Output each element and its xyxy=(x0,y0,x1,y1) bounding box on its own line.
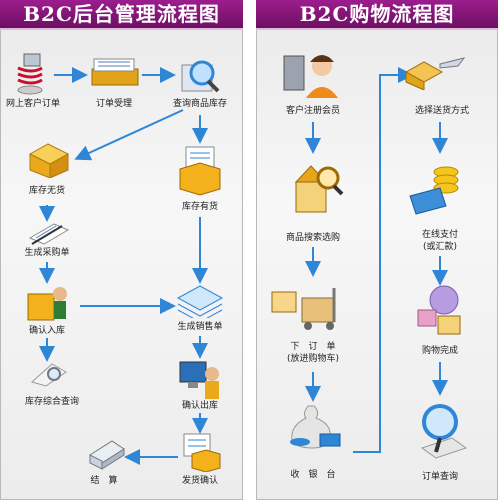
product-search-icon xyxy=(294,165,344,213)
node-check-stock-label: 查询商品库存 xyxy=(172,99,228,109)
node-settlement-label: 结 算 xyxy=(90,476,118,486)
node-in-stock-label: 库存有货 xyxy=(181,202,219,212)
shipping-method-icon xyxy=(404,57,466,90)
check-stock-icon xyxy=(181,60,220,93)
node-shipping-label: 选择送货方式 xyxy=(414,106,470,116)
ship-confirm-icon xyxy=(183,433,221,472)
node-cashier-label: 收 银 台 xyxy=(290,470,336,480)
shopping-cart-icon xyxy=(271,288,336,330)
confirm-inbound-icon xyxy=(27,287,67,321)
node-register-label: 客户注册会员 xyxy=(285,106,341,116)
node-order-cart-label: (放进购物车) xyxy=(286,354,340,364)
node-confirm-inbound-label: 确认入库 xyxy=(28,326,66,336)
node-search-label: 商品搜索选购 xyxy=(285,233,341,243)
order-accept-icon xyxy=(91,58,139,86)
node-out-of-stock-label: 库存无货 xyxy=(28,186,66,196)
node-payment-label: 在线支付 xyxy=(421,230,459,240)
node-order-query-label: 订单查询 xyxy=(421,472,459,482)
stock-query-icon xyxy=(30,363,67,387)
confirm-outbound-icon xyxy=(179,361,219,399)
node-confirm-outbound-label: 确认出库 xyxy=(181,401,219,411)
order-query-icon xyxy=(420,404,468,459)
node-purchase-order-label: 生成采购单 xyxy=(24,248,70,258)
in-stock-icon xyxy=(179,146,221,196)
left-title-banner: B2C后台管理流程图 xyxy=(0,0,243,30)
node-complete-label: 购物完成 xyxy=(421,346,459,356)
node-stock-query-label: 库存综合查询 xyxy=(24,397,80,407)
node-order-accept-label: 订单受理 xyxy=(95,99,133,109)
online-payment-icon xyxy=(409,166,459,215)
node-online-order-label: 网上客户订单 xyxy=(5,99,61,109)
node-ship-confirm-label: 发货确认 xyxy=(181,476,219,486)
arrow-check-to-nostock xyxy=(74,109,184,161)
settlement-calculator-icon xyxy=(89,440,125,470)
purchase-complete-icon xyxy=(417,285,461,335)
register-member-icon xyxy=(283,55,338,98)
out-of-stock-icon xyxy=(28,143,70,178)
right-title-banner: B2C购物流程图 xyxy=(256,0,498,30)
node-sales-order-label: 生成销售单 xyxy=(177,322,223,332)
node-payment-remit-label: (或汇款) xyxy=(422,242,458,252)
purchase-order-icon xyxy=(28,223,70,245)
node-order-label: 下 订 单 xyxy=(290,342,336,352)
sales-order-icon xyxy=(176,285,224,318)
arrow-cashier-to-shipping xyxy=(353,67,414,453)
online-order-icon xyxy=(17,53,43,95)
cashier-money-icon xyxy=(290,405,341,449)
